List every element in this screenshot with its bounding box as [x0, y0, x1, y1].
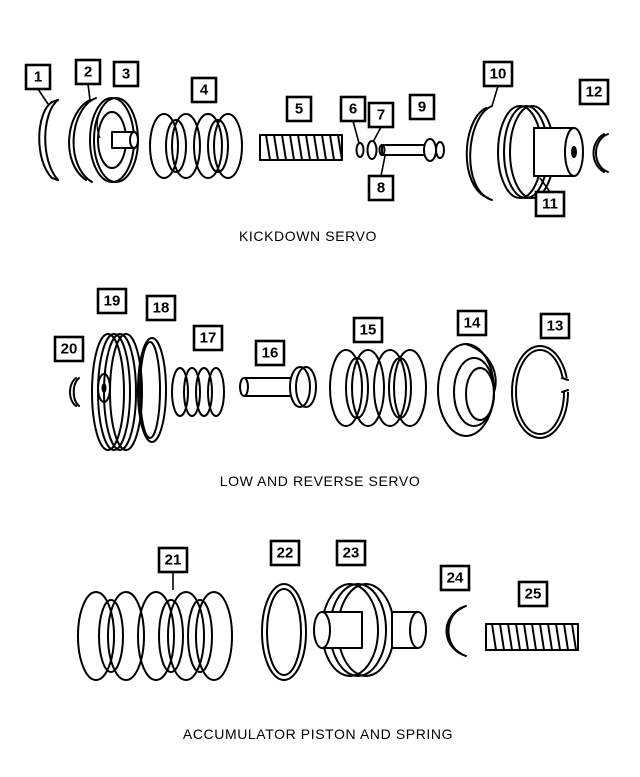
part-18-seal-ring	[137, 337, 167, 443]
callout-25-box	[517, 580, 549, 608]
callout-12-box	[578, 78, 610, 106]
callout-23-box	[335, 539, 367, 567]
callout-3-box	[112, 60, 140, 88]
callout-21-box	[157, 546, 189, 574]
callout-22-box	[269, 539, 301, 567]
part-3-piston	[89, 97, 139, 183]
part-10-snap-ring	[465, 105, 493, 201]
part-8-rod	[378, 138, 445, 162]
callout-9: 9	[418, 99, 426, 116]
part-21-spring	[77, 591, 233, 681]
part-25-spring	[485, 623, 579, 651]
part-14-retainer	[437, 343, 497, 437]
callout-13: 13	[547, 318, 564, 335]
caption-accumulator: ACCUMULATOR PISTON AND SPRING	[183, 726, 453, 742]
part-23-piston	[313, 583, 427, 677]
part-7-retainer	[366, 140, 378, 160]
part-5-spring	[259, 134, 343, 161]
callout-11: 11	[542, 196, 558, 213]
callout-1: 1	[34, 69, 42, 86]
callout-2: 2	[84, 64, 92, 81]
callout-20: 20	[61, 341, 78, 358]
callout-7: 7	[377, 107, 385, 124]
accumulator-group: 21 22 23 24 25 ACCUMULATOR PISTON AND SP…	[77, 539, 579, 742]
callout-5: 5	[295, 101, 303, 118]
part-24-clip	[445, 605, 467, 657]
callout-22: 22	[277, 545, 294, 562]
part-17-spring	[171, 367, 225, 417]
low-reverse-servo-group: 13 14 15 16 17 18 19 20 LOW AND REVERSE …	[53, 287, 571, 489]
callout-18-box	[145, 294, 177, 322]
callout-21: 21	[165, 552, 182, 569]
callout-12: 12	[586, 84, 603, 101]
callout-24-box	[439, 564, 471, 592]
caption-kickdown-servo: KICKDOWN SERVO	[239, 228, 377, 244]
callout-23: 23	[343, 545, 360, 562]
callout-25: 25	[525, 586, 542, 603]
part-13-snap-ring	[511, 345, 570, 439]
part-1-snap-ring	[38, 99, 59, 181]
part-11-piston	[497, 105, 584, 199]
callout-20-box	[53, 335, 85, 363]
callout-10-box	[482, 60, 514, 88]
callout-18: 18	[153, 300, 170, 317]
callout-14-box	[456, 309, 488, 337]
callout-4-box	[190, 76, 218, 104]
callout-8: 8	[377, 180, 385, 197]
callout-5-box	[285, 95, 313, 123]
part-20-clip	[69, 377, 80, 407]
callout-19-box	[96, 287, 128, 315]
callout-24: 24	[447, 570, 464, 587]
part-12-clip	[592, 133, 609, 173]
callout-6: 6	[349, 101, 357, 118]
callout-15: 15	[360, 322, 377, 339]
callout-10: 10	[490, 66, 507, 83]
callout-3: 3	[122, 66, 130, 83]
part-19-piston	[91, 333, 143, 451]
part-22-seal-ring	[261, 583, 307, 681]
caption-low-reverse-servo: LOW AND REVERSE SERVO	[220, 473, 421, 489]
callout-4: 4	[200, 82, 209, 99]
part-15-spring	[329, 349, 427, 427]
callout-14: 14	[464, 315, 481, 332]
part-6-washer	[355, 142, 365, 158]
callout-17: 17	[200, 330, 217, 347]
callout-11-box	[534, 190, 566, 218]
kickdown-servo-group: 1 2 3 4 5 6 7 8 9 10 11 12 KICKDOWN SERV…	[24, 58, 610, 244]
callout-13-box	[539, 312, 571, 340]
part-16-plug	[239, 366, 317, 408]
part-2-seal-ring	[68, 97, 97, 183]
callout-15-box	[352, 316, 384, 344]
callout-16: 16	[262, 345, 279, 362]
callout-9-box	[408, 93, 436, 121]
callout-17-box	[192, 324, 224, 352]
callout-19: 19	[104, 293, 121, 310]
callout-1-box	[24, 63, 52, 91]
part-4-spring	[149, 113, 243, 179]
callout-16-box	[254, 339, 286, 367]
